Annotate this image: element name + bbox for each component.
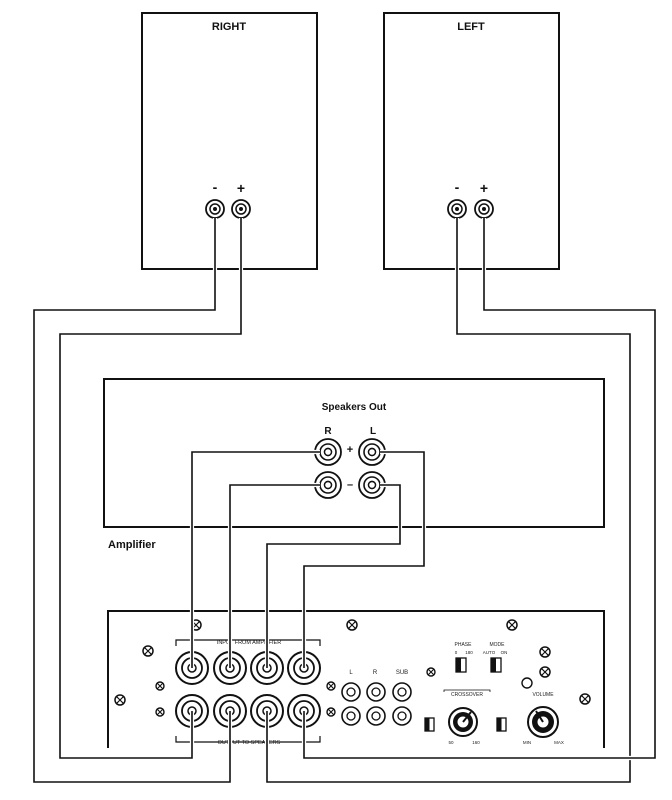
phase-label: PHASE [455, 642, 473, 648]
left-minus-wire [266, 218, 631, 783]
jack-overlays [323, 447, 377, 490]
amplifier-label: Amplifier [108, 539, 156, 551]
panel-screw [114, 694, 126, 706]
panel-screw [579, 693, 591, 705]
speaker-wires [31, 218, 658, 785]
panel-screw [506, 619, 518, 631]
amplifier-box [103, 378, 605, 528]
panel-screw [539, 666, 551, 678]
amp-l-label: L [370, 426, 376, 437]
left-speaker-label: LEFT [457, 21, 485, 33]
left-minus-terminal [447, 199, 467, 219]
volume-max-label: MAX [554, 740, 564, 745]
right-plus-terminal [231, 199, 251, 219]
amp-r-label: R [324, 426, 332, 437]
panel-screw [326, 707, 336, 717]
right-speaker-label: RIGHT [212, 21, 247, 33]
right-minus-label: - [213, 179, 218, 195]
amp-l-minus-wire [266, 484, 401, 668]
rca-label-l: L [349, 670, 353, 676]
mode-switch[interactable] [490, 657, 502, 673]
panel-screw [346, 619, 358, 631]
phase-0-label: 0 [455, 650, 458, 655]
rca-jack [366, 682, 386, 702]
right-minus-terminal [205, 199, 225, 219]
right-speaker [141, 12, 318, 270]
crossover-switch[interactable] [424, 717, 435, 732]
right-plus-label: + [237, 180, 245, 196]
amp-l-plus-wire [303, 451, 425, 668]
power-led-icon [521, 677, 533, 689]
volume-min-label: MIN [523, 740, 531, 745]
input-bracket [175, 639, 321, 646]
rca-jack [341, 706, 361, 726]
panel-screw [155, 681, 165, 691]
output-to-speakers-label: OUTPUT TO SPEAKERS [218, 740, 281, 746]
volume-knob[interactable] [527, 706, 559, 738]
amp-minus-label: – [347, 479, 353, 491]
right-plus-wire [59, 218, 242, 759]
panel-screw [539, 646, 551, 658]
panel-screw [155, 707, 165, 717]
rca-label-sub: SUB [396, 670, 408, 676]
amp-plus-label: + [347, 444, 353, 456]
crossover-switch[interactable] [496, 717, 507, 732]
left-plus-wire [303, 218, 656, 759]
panel-screw [326, 681, 336, 691]
output-bracket [175, 736, 321, 743]
crossover-min-label: 50 [448, 740, 454, 745]
amp-r-plus-wire [191, 451, 320, 668]
mode-label: MODE [490, 642, 506, 648]
crossover-knob[interactable] [448, 707, 478, 737]
rca-jack [392, 682, 412, 702]
crossover-max-label: 160 [472, 740, 480, 745]
rca-jack [341, 682, 361, 702]
input-from-amplifier-label: INPUT FROM AMPLIFIER [217, 640, 281, 646]
subwoofer-rear-panel: INPUT FROM AMPLIFIER OUTPUT TO SPEAKERS … [107, 610, 605, 748]
right-minus-wire [33, 218, 231, 783]
mode-auto-label: AUTO [483, 650, 496, 655]
volume-label: VOLUME [532, 692, 554, 698]
rca-jack [392, 706, 412, 726]
left-speaker [383, 12, 560, 270]
left-plus-terminal [474, 199, 494, 219]
amp-r-minus-wire [229, 484, 320, 668]
left-minus-label: - [455, 179, 460, 195]
panel-screw [426, 667, 436, 677]
speakers-out-label: Speakers Out [322, 402, 387, 413]
rca-label-r: R [373, 670, 378, 676]
crossover-label: CROSSOVER [451, 692, 483, 698]
mode-on-label: ON [501, 650, 508, 655]
phase-180-label: 180 [465, 650, 473, 655]
rca-jack [366, 706, 386, 726]
phase-switch[interactable] [455, 657, 467, 673]
left-plus-label: + [480, 180, 488, 196]
panel-screw [142, 645, 154, 657]
